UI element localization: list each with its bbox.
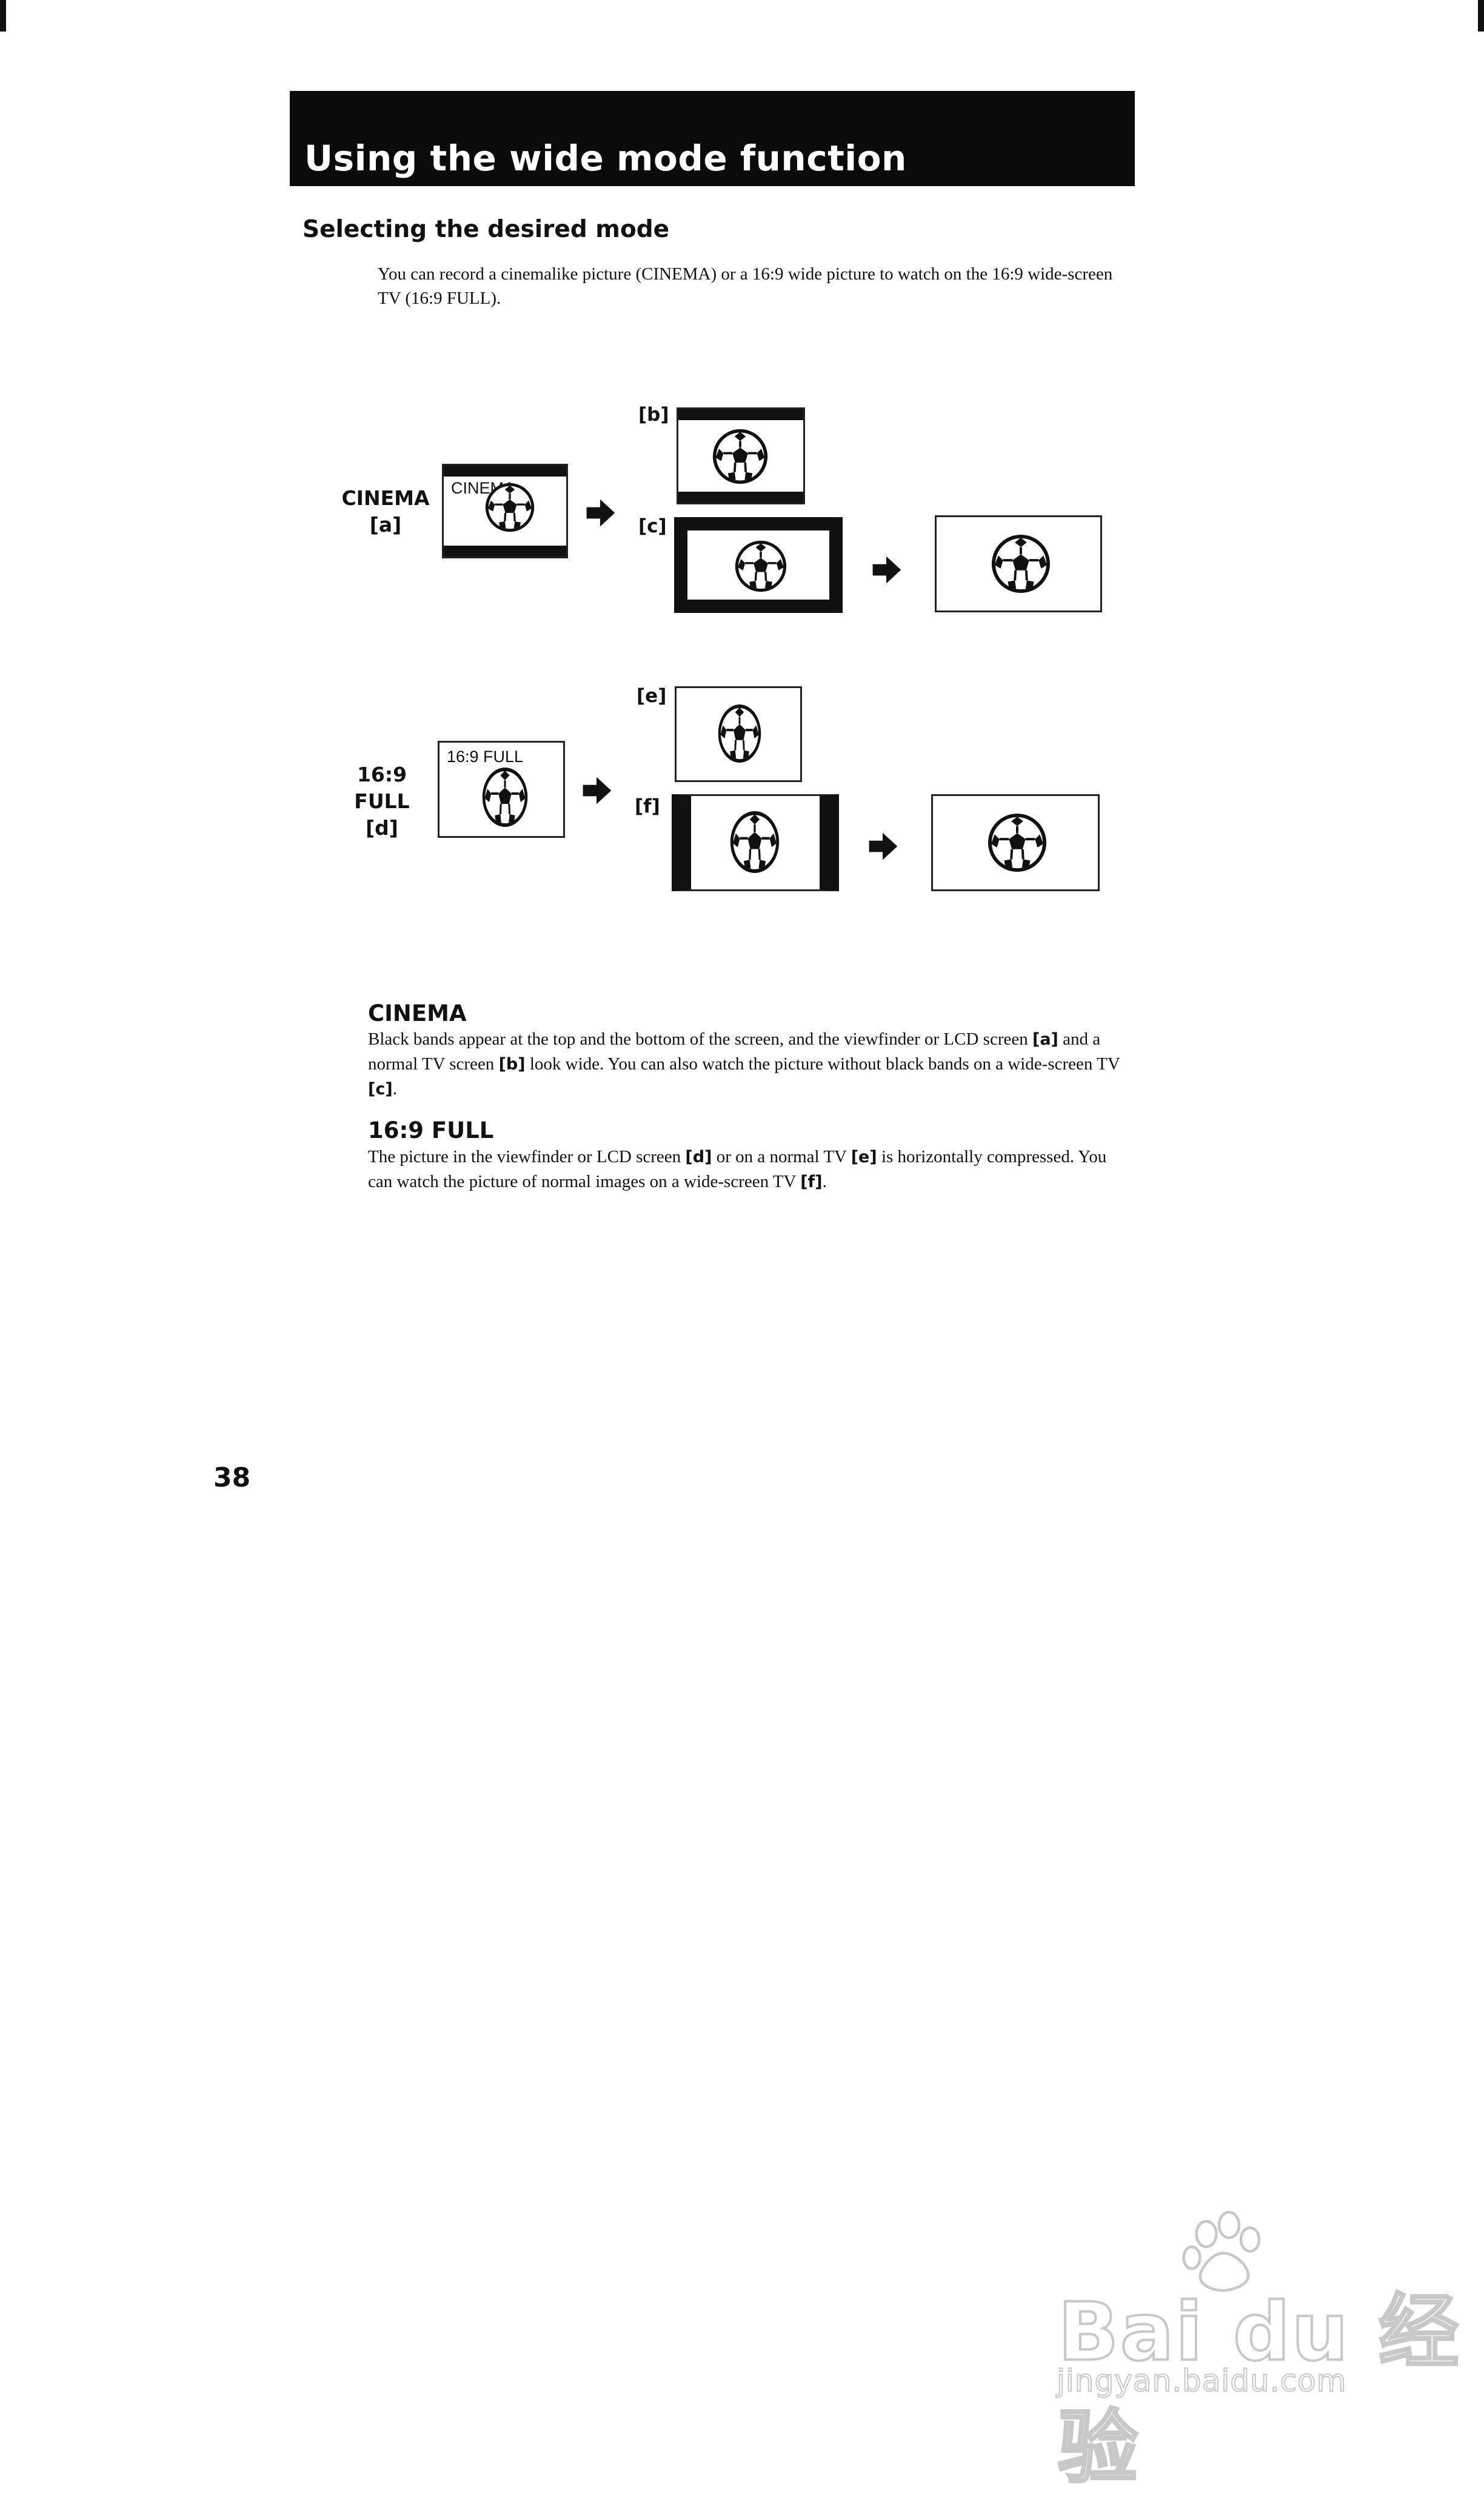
full-heading: 16:9 FULL xyxy=(368,1117,494,1143)
watermark-url: jingyan.baidu.com xyxy=(1056,2363,1347,2399)
soccer-ball-icon xyxy=(735,540,787,592)
right-arrow-icon xyxy=(586,499,615,527)
right-arrow-icon xyxy=(869,832,898,860)
full-mode-name: 16:9 FULL xyxy=(354,763,410,813)
ref-e: [e] xyxy=(851,1148,877,1166)
screen-a-viewfinder-cinema: CINEMA xyxy=(442,464,568,558)
screen-d-viewfinder-full: 16:9 FULL xyxy=(438,741,565,838)
text-run: and a normal TV screen xyxy=(368,1029,1101,1074)
page-title-bar: Using the wide mode function xyxy=(290,91,1135,186)
baidu-watermark: Bai du 经验 jingyan.baidu.com xyxy=(1052,2207,1464,2496)
cinema-heading: CINEMA xyxy=(368,1000,467,1026)
text-run: The picture in the viewfinder or LCD scr… xyxy=(368,1147,686,1166)
screen-f-wide-tv xyxy=(672,794,839,891)
text-run: is horizontally compressed. You can watc… xyxy=(368,1147,1107,1191)
right-arrow-icon xyxy=(583,777,612,805)
screen-full-result xyxy=(931,794,1100,891)
soccer-ball-icon xyxy=(988,813,1047,872)
full-mode-tag: [d] xyxy=(366,816,398,840)
text-run: or on a normal TV xyxy=(712,1147,851,1166)
right-arrow-icon xyxy=(872,556,901,584)
page-title: Using the wide mode function xyxy=(304,138,907,179)
soccer-ball-icon xyxy=(712,429,768,484)
page-number: 38 xyxy=(213,1462,251,1493)
cinema-mode-tag: [a] xyxy=(369,513,402,537)
crop-mark-right xyxy=(1478,0,1484,32)
screen-b-normal-tv xyxy=(677,407,805,504)
ref-b: [b] xyxy=(498,1055,526,1074)
screen-c-wide-tv xyxy=(674,517,843,613)
ref-f: [f] xyxy=(800,1173,823,1191)
soccer-ball-icon xyxy=(482,768,528,827)
section-heading: Selecting the desired mode xyxy=(302,216,670,243)
full-mode-label: 16:9 FULL [d] xyxy=(330,761,434,841)
label-c: [c] xyxy=(638,515,667,537)
text-run: . xyxy=(822,1172,827,1191)
screen-cinema-result xyxy=(935,515,1102,612)
ref-d: [d] xyxy=(685,1148,712,1166)
label-f: [f] xyxy=(635,795,660,817)
soccer-ball-icon xyxy=(730,811,780,873)
soccer-ball-icon xyxy=(485,483,535,532)
label-e: [e] xyxy=(637,685,667,707)
text-run: Black bands appear at the top and the bo… xyxy=(368,1029,1032,1049)
cinema-mode-name: CINEMA xyxy=(341,486,430,510)
soccer-ball-icon xyxy=(718,704,761,763)
label-b: [b] xyxy=(638,404,669,426)
crop-mark-left xyxy=(0,0,6,32)
cinema-description: Black bands appear at the top and the bo… xyxy=(368,1027,1126,1102)
soccer-ball-icon xyxy=(991,534,1051,594)
full-description: The picture in the viewfinder or LCD scr… xyxy=(368,1145,1126,1194)
text-run: . xyxy=(392,1079,397,1099)
baidu-paw-icon xyxy=(1182,2210,1261,2292)
screen-d-text: 16:9 FULL xyxy=(447,748,524,766)
screen-e-normal-tv xyxy=(675,686,802,782)
ref-c: [c] xyxy=(368,1080,393,1099)
intro-paragraph: You can record a cinemalike picture (CIN… xyxy=(378,264,1113,308)
ref-a: [a] xyxy=(1032,1030,1058,1049)
cinema-mode-label: CINEMA [a] xyxy=(337,485,434,538)
text-run: look wide. You can also watch the pictur… xyxy=(525,1054,1120,1074)
